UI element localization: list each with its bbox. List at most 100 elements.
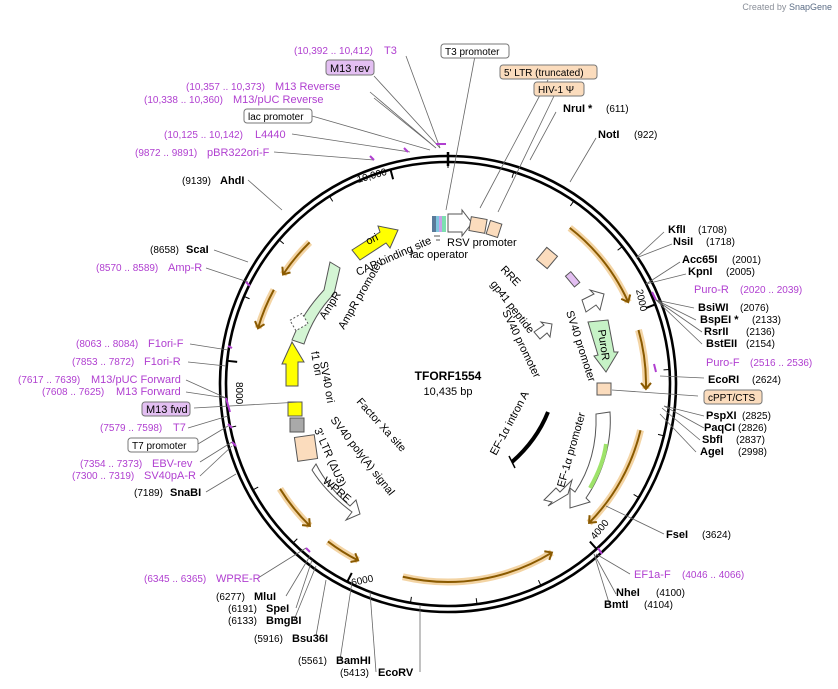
enzyme-agei-pos: (2998)	[738, 447, 767, 458]
primer-puro-f-range: (2516 .. 2536)	[750, 358, 812, 369]
primer-ef1a-f-name: EF1a-F	[634, 569, 671, 581]
primer-m13-forward-name: M13 Forward	[116, 386, 181, 398]
ef1a-arrowhead	[543, 478, 574, 507]
primer-l4440-range: (10,125 .. 10,142)	[164, 130, 243, 141]
enzyme-mlui-name: MluI	[254, 591, 276, 603]
primer-l4440-name: L4440	[255, 129, 286, 141]
tick-1500	[617, 246, 623, 251]
primer-sv40pa-r-name: SV40pA-R	[144, 470, 196, 482]
enzyme-bmgbi-pos: (6133)	[228, 616, 257, 627]
ltr-3-box	[293, 434, 319, 462]
tick-8500	[243, 295, 250, 300]
tick-4000	[589, 540, 598, 550]
primer-m13-reverse-range: (10,357 .. 10,373)	[186, 82, 265, 93]
orf-arc-7	[588, 429, 642, 524]
ef1a-intron-cap	[508, 455, 516, 469]
orf-arrowhead-6	[281, 266, 291, 276]
primer-wpre-r-range: (6345 .. 6365)	[144, 574, 206, 585]
orf-arrowhead-4	[301, 518, 311, 527]
enzyme-pspxi-name: PspXI	[706, 410, 737, 422]
enzyme-bsu36i-name: Bsu36I	[292, 633, 328, 645]
feature-box-t7-promoter	[127, 437, 199, 453]
enzyme-bsteii-name: BstEII	[706, 338, 737, 350]
enzyme-scai-name: ScaI	[186, 244, 209, 256]
primer-m13-reverse-name: M13 Reverse	[275, 81, 340, 93]
enzyme-sbfi-name: SbfI	[702, 434, 723, 446]
orf-arc-4	[279, 488, 311, 527]
tick-8000	[227, 359, 238, 363]
primer-ebv-rev-name: EBV-rev	[152, 458, 193, 470]
enzyme-nsii-name: NsiI	[673, 236, 693, 248]
feature-box-m13-rev	[325, 59, 375, 76]
enzyme-fsei-name: FseI	[666, 529, 688, 541]
ef1a-promoter-highlight	[588, 443, 608, 489]
ef1a-promoter-arrow	[569, 411, 611, 509]
primer-m13puc-reverse-range: (10,338 .. 10,360)	[144, 95, 223, 106]
primer-sv40pa-r-range: (7300 .. 7319)	[72, 471, 134, 482]
enzyme-kpni-name: KpnI	[688, 266, 712, 278]
primer-m13-forward-range: (7608 .. 7625)	[42, 387, 104, 398]
hiv-psi-box	[485, 219, 503, 239]
primer-amp-r-range: (8570 .. 8589)	[96, 263, 158, 274]
feature-box-lac-promoter	[243, 108, 313, 124]
enzyme-fsei-pos: (3624)	[702, 530, 731, 541]
ori-arrow	[351, 225, 399, 261]
label-ori: ori	[364, 232, 380, 248]
enzyme-bsteii-pos: (2154)	[746, 339, 775, 350]
enzyme-rsrii-pos: (2136)	[746, 327, 775, 338]
orf-arrowhead-0	[620, 294, 632, 304]
label-sv40-ori: SV40 ori	[317, 360, 336, 404]
primer-t7-name: T7	[173, 422, 186, 434]
tick-7000	[252, 486, 259, 491]
left-labels: (8658) ScaI (8570 .. 8589) Amp-R (8063 .…	[18, 244, 414, 679]
tick-5000	[475, 598, 478, 605]
orf-arrowhead-3	[350, 552, 360, 564]
ef1a-intron-bar	[510, 411, 550, 464]
enzyme-nsii-pos: (1718)	[706, 237, 735, 248]
enzyme-spei-name: SpeI	[266, 603, 289, 615]
primer-f1ori-r-range: (7853 .. 7872)	[72, 357, 134, 368]
feature-5ltr: 5' LTR (truncated)	[504, 68, 584, 79]
primer-f1ori-f-range: (8063 .. 8084)	[76, 339, 138, 350]
enzyme-kfli-name: KflI	[668, 224, 686, 236]
tick-marks	[227, 162, 670, 605]
primer-pbr322-range: (9872 .. 9891)	[135, 148, 197, 159]
f1-ori-arrow	[281, 340, 305, 387]
orf-arc-2	[402, 551, 553, 583]
tick-1000	[569, 200, 575, 207]
primer-wpre-r-name: WPRE-R	[216, 573, 261, 585]
enzyme-nhei-name: NheI	[616, 587, 640, 599]
rre-box	[535, 246, 559, 270]
enzyme-bsiwi-name: BsiWI	[698, 302, 729, 314]
cap-site-box	[442, 216, 446, 232]
right-labels: KflI (1708) NsiI (1718) Acc65I (2001) Kp…	[604, 224, 812, 611]
ampr-promoter-box	[289, 312, 309, 332]
enzyme-acc65i-pos: (2001)	[732, 255, 761, 266]
enzyme-agei-name: AgeI	[700, 446, 724, 458]
enzyme-ahdi-pos: (9139)	[182, 176, 211, 187]
orf-arrowhead-5	[254, 320, 266, 330]
t3-promoter-box	[432, 216, 436, 232]
enzyme-ahdi-name: AhdI	[220, 175, 244, 187]
enzyme-paqci-pos: (2826)	[738, 423, 767, 434]
ltr-5-box	[468, 216, 488, 234]
primer-amp-r-name: Amp-R	[168, 262, 202, 274]
cppt-box	[596, 382, 612, 396]
enzyme-bmti-pos: (4104)	[644, 600, 673, 611]
enzyme-bspei-pos: (2133)	[752, 315, 781, 326]
sv40-polya-box	[289, 417, 305, 433]
enzyme-ecori-name: EcoRI	[708, 374, 739, 386]
enzyme-bspei-name: BspEI *	[700, 314, 739, 326]
primer-marks	[225, 143, 657, 555]
tick-9500	[329, 195, 334, 202]
tick-label-6000: 6000	[350, 573, 374, 588]
enzyme-spei-pos: (6191)	[228, 604, 257, 615]
label-f1-ori: f1 ori	[308, 350, 324, 376]
feature-lac-promoter: lac promoter	[248, 112, 304, 123]
primer-f1ori-f-name: F1ori-F	[148, 338, 184, 350]
primer-pbr322-name: pBR322ori-F	[207, 147, 270, 159]
wpre-arrow	[311, 463, 361, 522]
enzyme-bamhi-pos: (5561)	[298, 656, 327, 667]
enzyme-ecorv-name: EcoRV	[378, 667, 414, 679]
